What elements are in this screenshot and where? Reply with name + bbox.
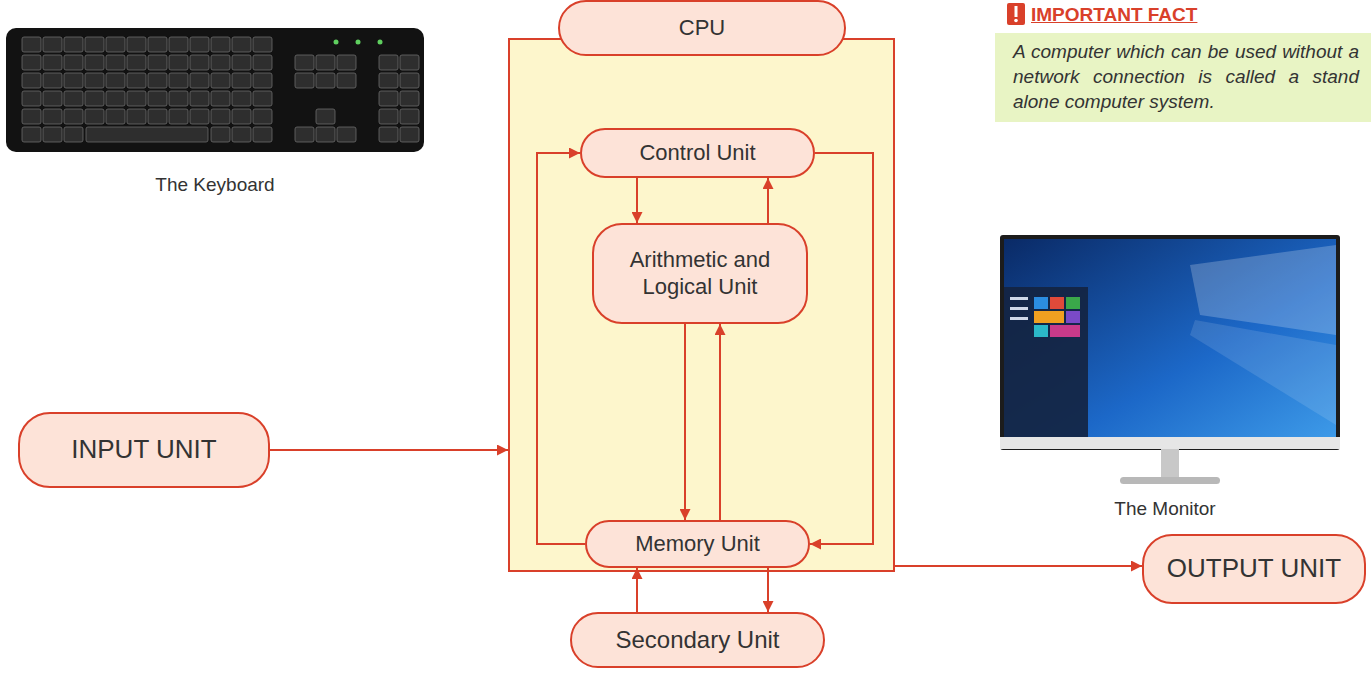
fact-box: IMPORTANT FACTA computer which can be us…	[995, 0, 1371, 122]
start-menu	[1004, 287, 1088, 437]
fact-icon	[1007, 3, 1025, 25]
unit-box: INPUT UNIT	[18, 412, 270, 488]
monitor-screen	[1004, 239, 1336, 437]
unit-label: Control Unit	[639, 140, 755, 166]
caption-label: The Monitor	[1065, 498, 1265, 520]
monitor-frame	[1000, 235, 1340, 450]
screen-light	[1190, 320, 1336, 425]
caption-label: The Keyboard	[100, 174, 330, 196]
tile	[1034, 311, 1064, 323]
unit-box: Secondary Unit	[570, 612, 825, 668]
tile	[1050, 325, 1080, 337]
monitor-base	[1120, 477, 1220, 484]
menu-line	[1010, 297, 1028, 300]
fact-heading: IMPORTANT FACT	[995, 0, 1371, 31]
tile	[1050, 297, 1064, 309]
main-keys	[21, 54, 273, 126]
arrow-keys	[294, 126, 357, 144]
menu-line	[1010, 317, 1028, 320]
unit-box: Memory Unit	[585, 520, 810, 568]
flow-arrow	[636, 178, 638, 223]
monitor-chin	[1000, 437, 1340, 449]
function-keys	[21, 36, 273, 54]
unit-label: Arithmetic and Logical Unit	[608, 247, 792, 300]
flow-arrow	[767, 568, 769, 612]
unit-box: Arithmetic and Logical Unit	[592, 223, 808, 324]
arrow-keys	[315, 108, 336, 126]
monitor-neck	[1161, 449, 1179, 479]
unit-label: Secondary Unit	[615, 626, 779, 655]
icon-bar	[1015, 6, 1018, 17]
flow-arrow	[895, 565, 1142, 567]
cpu-box: CPUControl UnitArithmetic and Logical Un…	[508, 38, 895, 572]
unit-box: OUTPUT UNIT	[1142, 534, 1366, 604]
flow-arrow	[684, 324, 686, 520]
unit-label: OUTPUT UNIT	[1167, 553, 1341, 584]
bottom-keys	[210, 126, 273, 144]
flow-arrow	[719, 324, 721, 520]
flow-arrow	[810, 153, 873, 544]
fact-body: A computer which can be used without a n…	[995, 33, 1371, 122]
icon-ground	[1007, 3, 1025, 25]
cpu-heading: CPU	[558, 0, 846, 56]
tile	[1034, 325, 1048, 337]
nav-keys	[294, 54, 357, 90]
tile	[1034, 297, 1048, 309]
cpu-fill	[509, 39, 894, 571]
keyboard-body	[6, 28, 424, 152]
flow-arrow	[537, 153, 585, 544]
flow-arrow	[270, 449, 508, 451]
flow-arrow	[767, 178, 769, 223]
numpad-keys	[378, 54, 420, 144]
menu-line	[1010, 307, 1028, 310]
bottom-keys	[21, 126, 84, 144]
unit-label: Memory Unit	[635, 531, 760, 557]
tile	[1066, 297, 1080, 309]
unit-label: INPUT UNIT	[71, 434, 216, 465]
led	[334, 40, 339, 45]
flow-arrow	[636, 568, 638, 612]
screen-light	[1190, 245, 1336, 335]
icon-dot	[1014, 19, 1018, 23]
led	[378, 40, 383, 45]
monitor-illustration	[990, 225, 1360, 495]
space-bar	[86, 127, 208, 142]
tile	[1066, 311, 1080, 323]
unit-box: Control Unit	[580, 128, 815, 178]
keyboard-illustration	[0, 0, 440, 170]
led	[356, 40, 361, 45]
